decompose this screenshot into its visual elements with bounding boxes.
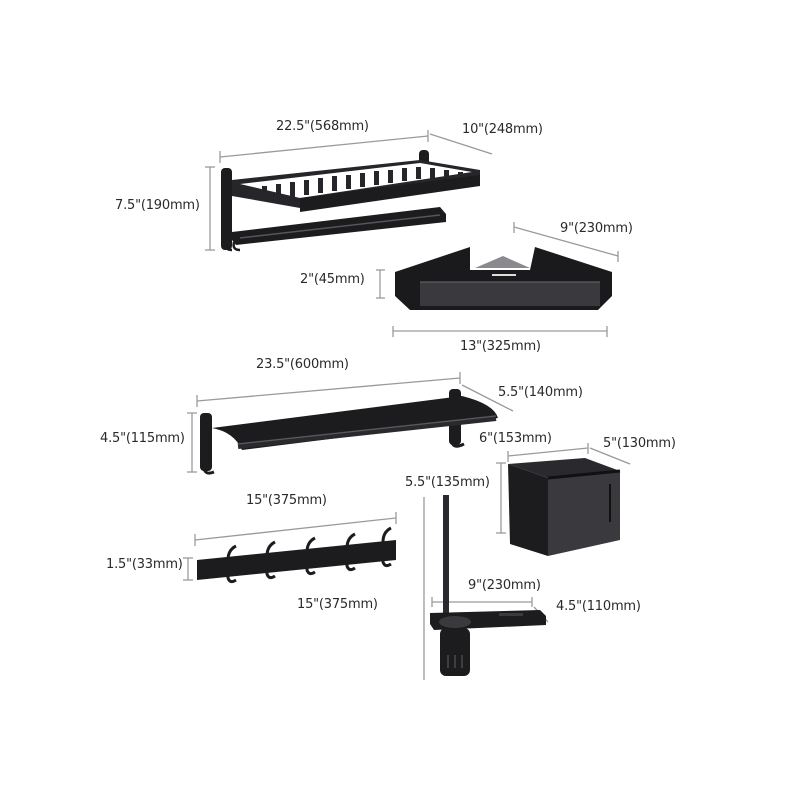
toilet-brush-holder-height-label: 15"(375mm) xyxy=(297,597,378,612)
tissue-box-height-label: 5.5"(135mm) xyxy=(405,475,490,490)
towel-rack-shelf-height-label: 7.5"(190mm) xyxy=(115,198,200,213)
corner-shelf-height-label: 2"(45mm) xyxy=(300,272,365,287)
robe-hook-rail-illustration xyxy=(183,512,397,584)
robe-hook-rail-width-label: 15"(375mm) xyxy=(246,493,327,508)
double-towel-bar-height-label: 4.5"(115mm) xyxy=(100,431,185,446)
towel-rack-shelf-depth-label: 10"(248mm) xyxy=(462,122,543,137)
toilet-brush-holder-width-label: 9"(230mm) xyxy=(468,578,541,593)
towel-rack-shelf-width-label: 22.5"(568mm) xyxy=(276,119,369,134)
corner-shelf-depth-label: 9"(230mm) xyxy=(560,221,633,236)
tissue-box-width-label: 6"(153mm) xyxy=(479,431,552,446)
double-towel-bar-width-label: 23.5"(600mm) xyxy=(256,357,349,372)
towel-rack-shelf-illustration xyxy=(205,130,493,252)
corner-shelf-width-label: 13"(325mm) xyxy=(460,339,541,354)
toilet-brush-holder-illustration xyxy=(423,495,549,680)
corner-shelf-illustration xyxy=(376,222,619,337)
robe-hook-rail-height-label: 1.5"(33mm) xyxy=(106,557,183,572)
tissue-box-illustration xyxy=(496,443,631,556)
toilet-brush-holder-depth-label: 4.5"(110mm) xyxy=(556,599,641,614)
double-towel-bar-illustration xyxy=(187,372,514,475)
double-towel-bar-depth-label: 5.5"(140mm) xyxy=(498,385,583,400)
tissue-box-depth-label: 5"(130mm) xyxy=(603,436,676,451)
